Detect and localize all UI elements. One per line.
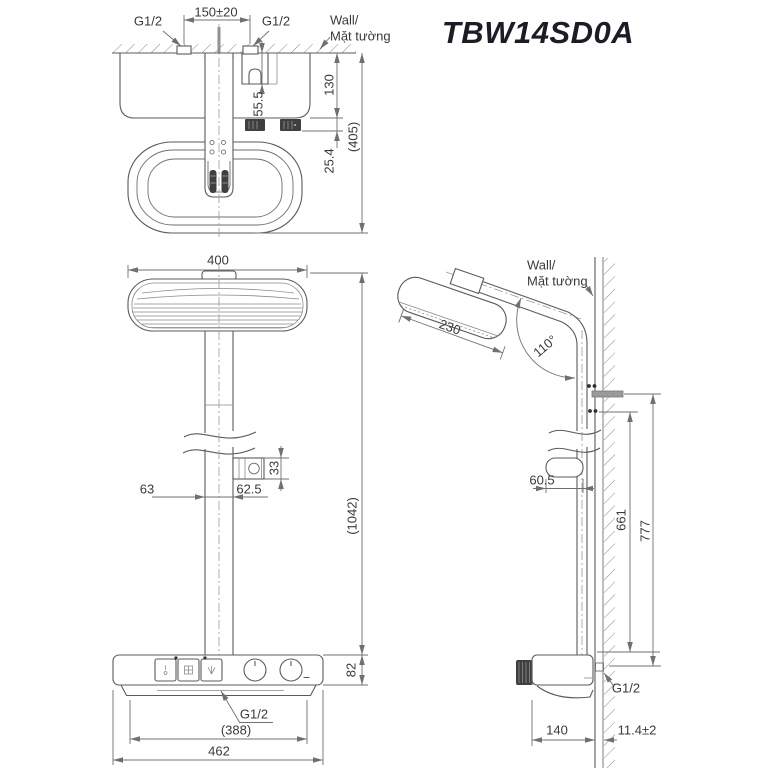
fv-dim-82: 82 <box>343 662 359 678</box>
sv-dim-11-4: 11.4±2 <box>617 722 657 738</box>
tv-dim-25-4: 25.4 <box>321 148 337 174</box>
sv-wall-label-vi: Mặt tường <box>527 273 588 289</box>
wall-hatch <box>112 44 356 53</box>
arm-bracket <box>241 53 269 85</box>
fv-dim-388: (388) <box>220 722 252 738</box>
sv-dim-140: 140 <box>546 722 568 738</box>
control-unit-front <box>112 654 324 686</box>
tv-span-dim-label: 150±20 <box>194 4 238 20</box>
control-unit-side <box>531 654 594 686</box>
tv-dim-130: 130 <box>321 74 337 96</box>
dim-230 <box>401 315 503 354</box>
column-front <box>204 331 234 655</box>
tv-wall-label-vi: Mặt tường <box>330 28 391 44</box>
sv-wall-label-en: Wall/ <box>527 257 556 273</box>
fv-dim-1042: (1042) <box>344 497 360 535</box>
sv-dim-661: 661 <box>613 509 629 531</box>
product-code: TBW14SD0A <box>441 15 635 50</box>
fv-dim-462: 462 <box>208 743 230 759</box>
temperature-knob <box>243 658 267 682</box>
spray-face-texture <box>133 303 302 328</box>
sv-dim-60-5: 60.5 <box>529 472 555 488</box>
wall-anchor-pin <box>591 390 624 398</box>
column-side <box>576 343 588 655</box>
head-joint <box>449 267 485 295</box>
sv-dim-777: 777 <box>637 520 653 542</box>
top-view <box>112 15 368 240</box>
tray-front <box>120 684 317 697</box>
spray-mode-button <box>200 658 223 682</box>
knob-side-view <box>516 660 532 685</box>
handshower-cradle-slot <box>221 170 229 193</box>
column-top-view <box>204 52 234 198</box>
fv-dim-62-5: 62.5 <box>236 481 262 497</box>
sv-outlet-label: G1/2 <box>611 680 641 696</box>
fv-dim-400: 400 <box>207 252 229 268</box>
outlet-fitting <box>595 662 604 672</box>
wall-hatch <box>604 258 615 768</box>
break-lines <box>547 429 602 453</box>
inlet-fitting-left <box>176 45 192 55</box>
inlet-fitting-right <box>242 45 259 55</box>
fv-dim-33: 33 <box>266 460 282 476</box>
angle-arc <box>514 297 576 381</box>
fv-outlet-label: G1/2 <box>239 706 269 722</box>
tv-g12-left-label: G1/2 <box>133 13 163 29</box>
fv-dim-63: 63 <box>139 481 155 497</box>
break-lines <box>182 431 257 455</box>
front-view <box>112 263 368 765</box>
knob-top-view <box>245 119 265 131</box>
side-view <box>397 257 661 768</box>
tray-side <box>536 685 594 699</box>
tv-wall-label-en: Wall/ <box>330 12 359 28</box>
spray-mode-button <box>154 658 177 682</box>
slide-holder-side <box>545 457 584 478</box>
tv-g12-right-label: G1/2 <box>261 13 291 29</box>
tv-dim-405: (405) <box>345 121 361 153</box>
shower-head-front <box>127 278 308 332</box>
tv-dim-55-5: 55.5 <box>250 91 266 117</box>
handshower-cradle-slot <box>209 170 217 193</box>
fan-spray-icon <box>207 666 216 675</box>
knob-top-view <box>280 119 301 131</box>
volume-knob <box>279 658 303 682</box>
spray-mode-button <box>177 658 200 682</box>
